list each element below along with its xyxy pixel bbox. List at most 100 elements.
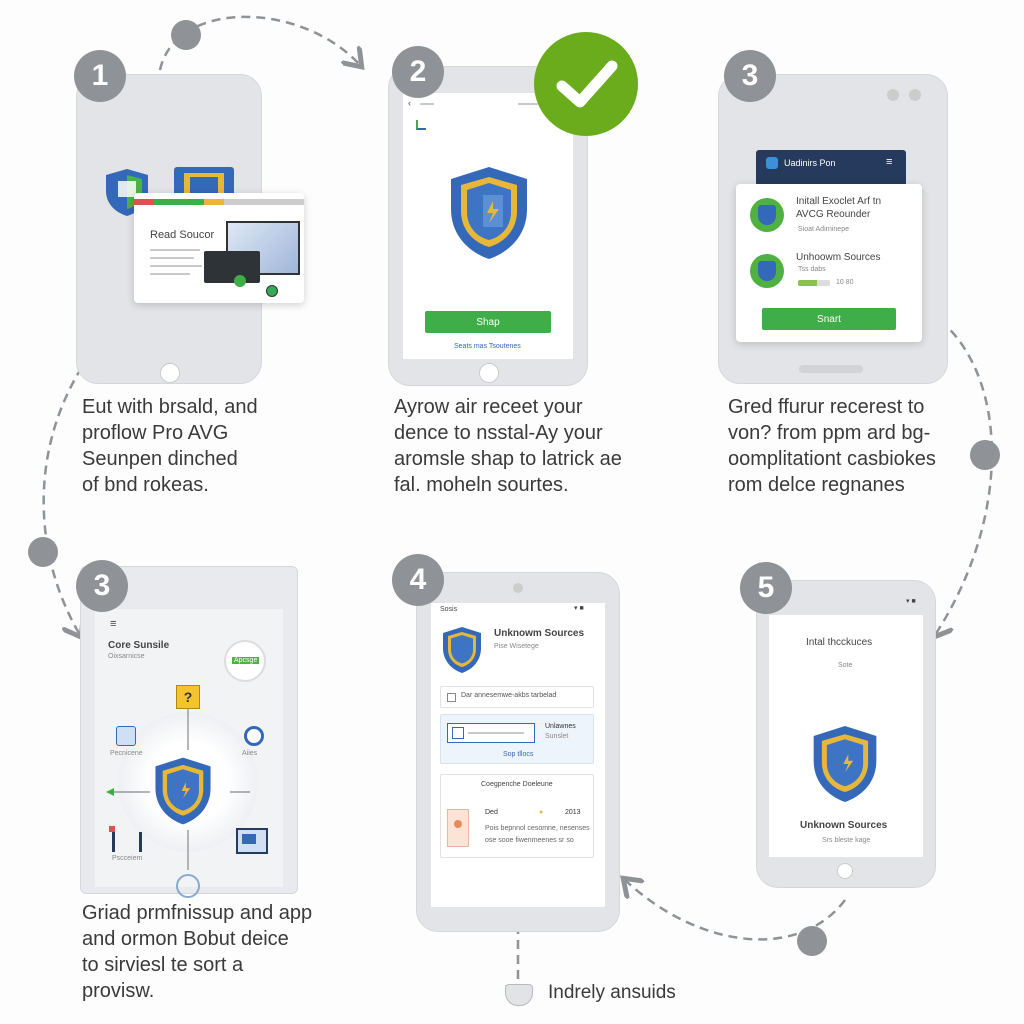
home-bar [799,365,863,373]
caption-step-3: Gred ffurur recerest to von? from ppm ar… [728,394,936,498]
read-source-card[interactable]: Read Soucor [134,193,304,303]
app-icon-circle [750,254,784,288]
item-title: Initall Exoclet Arf tn [796,196,882,207]
camera-dot [887,89,899,101]
badge-label: Apcsge [232,657,260,664]
connector-dot [970,440,1000,470]
item-title: Unhoowm Sources [796,252,881,263]
laptop-image [204,251,260,283]
item-title: AVCG Reounder [796,209,871,220]
home-button [160,363,180,383]
check-badge-icon [234,275,246,287]
step-number-4: 4 [392,554,444,606]
step-number-3: 3 [76,560,128,612]
item-sub: Sioat Adirninepe [798,226,849,233]
shield-icon [443,627,481,673]
text-line [468,732,524,734]
refresh-icon[interactable] [244,726,264,746]
caption-line: aromsle shap to latrick ae [394,448,622,470]
shield-outline-icon [505,984,533,1006]
caption-line: oomplitationt casbiokes [728,448,936,470]
connector-dot [28,537,58,567]
text-line [150,257,194,259]
phone-step-5 [756,580,936,888]
building-icon[interactable] [109,826,142,852]
sources-link[interactable]: Seats mas Tsoutenes [454,343,521,350]
caption-step-2: Ayrow air receet your dence to nsstal-Ay… [394,394,622,498]
user-icon[interactable] [116,726,136,746]
section-card: Coegpenche Doeleune Ded ● 2013 Pois bepn… [440,774,594,858]
shield-icon [451,167,527,259]
caption-line: von? from ppm ard bg- [728,422,931,444]
caption-line: Ayrow air receet your [394,396,583,418]
caption-line: Gred ffurur recerest to [728,396,925,418]
fingerprint-icon[interactable] [176,874,200,898]
caption-step-1: Eut with brsald, and proflow Pro AVG Seu… [82,394,258,498]
caption-line: to sirviesl te sort a [82,954,244,976]
menu-icon[interactable]: ≡ [110,618,117,630]
connector-dot [797,926,827,956]
caption-line: Griad prmfnissup and app [82,902,313,924]
step-number-3: 3 [724,50,776,102]
body-text: ose sooe fiwenmeenes sr so [485,837,574,844]
step-number-5: 5 [740,562,792,614]
unknown-toggle-row[interactable]: Unlawnes Sunslet Sop tllocs [440,714,594,764]
globe-icon [266,285,278,297]
status-text: Sosis [440,606,458,613]
core-subtitle: Oixsarnicse [108,653,145,660]
step-number-1: 1 [74,50,126,102]
toggle-box[interactable] [447,723,535,743]
core-title: Core Sunsile [108,640,170,651]
shap-button[interactable]: Shap [425,311,551,333]
caption-line: and ormon Bobut deice [82,928,289,950]
text-line [150,273,190,275]
app-header-bar: Uadinirs Pon ≡ [756,150,906,186]
card-title: Read Soucor [150,229,215,241]
caption-line: provisw. [82,980,155,1002]
camera-dot [513,583,523,593]
caption-line: dence to nsstal-Ay your [394,422,603,444]
verified-check-badge [534,32,638,136]
caption-line: proflow Pro AVG [82,422,229,444]
setting-row[interactable]: Dar annesemwe-akbs tarbelad [440,686,594,708]
document-icon [447,809,469,847]
back-icon[interactable]: ‹ [408,98,411,108]
unknown-sources-title: Unknowm Sources [494,628,585,639]
checkbox-icon[interactable] [447,693,456,702]
section-title: Coegpenche Doeleune [481,781,553,788]
text-line [150,265,202,267]
item-sub: Tss dabs [798,266,826,273]
status-line [420,103,434,105]
caption-line: rom delce regnanes [728,474,905,496]
signal-icon: ▾ ■ [574,605,584,612]
shield-icon [174,167,234,197]
node-label: Pscceiem [112,855,143,862]
status-line [518,103,538,105]
caption-line: Eut with brsald, and [82,396,258,418]
shield-icon [155,757,211,825]
caption-line: Seunpen dinched [82,448,238,470]
check-icon [556,60,618,108]
caption-step-3b: Griad prmfnissup and app and ormon Bobut… [82,900,312,1004]
step-number-2: 2 [392,46,444,98]
connector-dot [171,20,201,50]
text-line [150,249,200,251]
app-title: Unknown Sources [800,820,888,831]
shield-icon [813,726,877,802]
row-value: 2013 [565,809,581,816]
progress-fill [798,280,818,286]
coin-icon: ● [539,809,544,816]
camera-dot [909,89,921,101]
menu-icon[interactable]: ≡ [886,156,893,168]
install-dialog: Initall Exoclet Arf tn AVCG Reounder Sio… [736,184,922,342]
node-label: Pecnicene [110,750,143,757]
node-label: Aiies [242,750,258,757]
row-link[interactable]: Sop tllocs [503,751,534,758]
header-title: Uadinirs Pon [784,158,836,168]
install-title: Intal thcckuces [806,637,873,648]
start-button[interactable]: Snart [762,308,896,330]
app-small-icon [416,120,426,130]
status-badge: Apcsge [224,640,266,682]
app-logo-icon [766,157,778,169]
window-icon[interactable] [236,828,268,854]
